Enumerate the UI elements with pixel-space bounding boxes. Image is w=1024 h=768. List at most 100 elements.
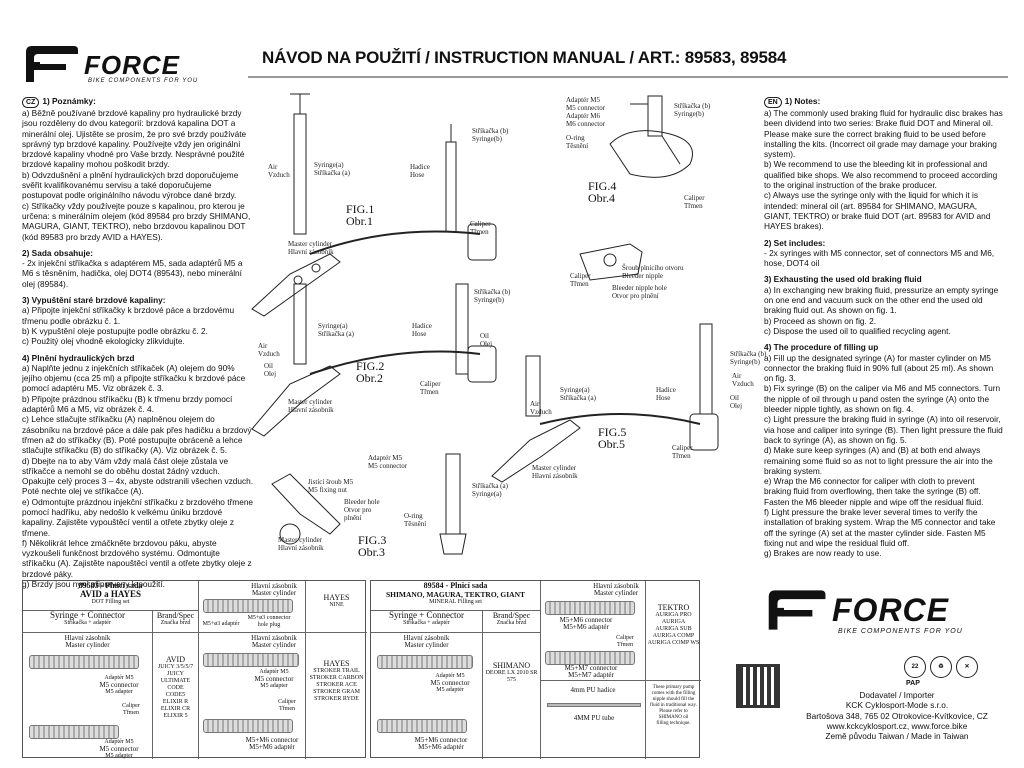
cz-notes-title: 1) Poznámky: [42, 96, 96, 106]
t1-r2-img1 [203, 653, 299, 667]
t2-left-body: Hlavní zásobník Master cylinder Adaptér … [371, 633, 483, 759]
fig5-air: Air [732, 372, 742, 380]
t2-m5m6: M5+M6 connector M5+M6 adaptér [401, 737, 481, 751]
t2-shimano-cell: SHIMANO DEORE LX 2010 SR 575 [483, 633, 541, 759]
importer-title: Dodavatel / Importer [859, 690, 935, 700]
t1-connector-img [29, 655, 139, 669]
fig5-syringe-b-en: Syringe(b) [730, 358, 760, 366]
fig1-lever [251, 253, 341, 317]
t1-master: Master cylinder [65, 641, 110, 649]
fig5-syringe-b-label: Stříkačka (b)Syringe(b) [730, 350, 766, 366]
en-fill-f: f) Light pressure the brake lever severa… [764, 506, 996, 548]
fig3-jistici-cz: Jistící šroub M5 [308, 478, 354, 486]
fig3-syringe-label: Stříkačka (a)Syringe(a) [472, 482, 508, 498]
fig5-caliper [689, 413, 719, 451]
t1-avid: AVID [166, 655, 185, 664]
t1-m5b-block: Adaptér M5 M5 connector M5 adapter [87, 739, 151, 760]
fig1-master-en: Master cylinder [288, 240, 333, 248]
fig5-syringe-b-cz: Stříkačka (b) [730, 350, 767, 358]
fig1-hose [309, 230, 481, 255]
t1-r-m5m3-en: M5+ø3 connector [247, 615, 291, 621]
header-divider [248, 76, 1008, 78]
fig5-syringe-a [525, 355, 541, 417]
t1-hayes-stroker-cell: HAYES STROKER TRAIL STROKER CARBON STROK… [305, 633, 367, 759]
t2-r-master-cz: Hlavní zásobník [593, 582, 639, 590]
t1-hayes: HAYES [323, 593, 350, 602]
cz-fill-c: c) Lehce stlačujte stříkačku (A) naplněn… [22, 414, 252, 456]
en-fill-d: d) Make sure keep syringes (A) and (B) a… [764, 445, 993, 476]
en-fill-c: c) Light pressure the braking fluid in s… [764, 414, 1003, 445]
fig4-oring-en: O-ring [566, 134, 585, 142]
cz-note-c: c) Stříkačky vždy používejte pouze s kap… [22, 200, 251, 242]
t1-col2-cz: Značka brzd [160, 620, 191, 626]
cz-set-title: 2) Sada obsahuje: [22, 247, 94, 258]
fig2-hose-en: Hose [412, 330, 427, 338]
cz-drain-title: 3) Vypuštění staré brzdové kapaliny: [22, 295, 166, 306]
fig2-label-cz: Obr.2 [356, 371, 383, 385]
fig2-syringe-b-label: Stříkačka (b)Syringe(b) [474, 288, 510, 304]
cz-fill-a: a) Naplňte jednu z injekčních stříkaček … [22, 362, 246, 394]
fig5-hose [539, 413, 701, 425]
t2-brands: SHIMANO, MAGURA, TEKTRO, GIANT [385, 590, 526, 599]
t1-avid-3: CODE5 [165, 692, 186, 698]
fig1-syringe-b-en: Syringe(b) [472, 135, 502, 143]
t2-note-1: comes with the filling [651, 691, 696, 696]
fig2-master-cz: Hlavní zásobník [288, 406, 334, 414]
t1-hayes-nine: NINE [329, 602, 344, 608]
t2-r-m5m7-cz: M5+M7 adaptér [568, 671, 614, 679]
t2-r-m5m6: M5+M6 connector M5+M6 adaptér [551, 617, 621, 631]
fig1-syringe-a-label: Syringe(a)Stříkačka (a) [314, 161, 350, 177]
t1-caliper-block: Caliper Třmen [111, 703, 151, 717]
en-drain-b: b) Proceed as shown on fig. 2. [764, 315, 877, 326]
t1-row-m5: Hlavní zásobník Master cylinder Adaptér … [23, 633, 153, 759]
fig3-label: FIG.3 [358, 533, 387, 547]
fig2-oil-cz: Olej [480, 340, 493, 348]
cz-drain-a: a) Připojte injekční stříkačky k brzdové… [22, 305, 235, 326]
fig5-caliper-cz: Třmen [672, 452, 691, 460]
fig3-m5-fixing: M5 fixing nut [308, 486, 347, 494]
t1-avid-0: JUICY 3/5/5/7 [157, 664, 194, 670]
force-logo-icon [26, 46, 78, 82]
t1-r2-img2 [203, 719, 293, 733]
fig2-syringe-a [293, 283, 307, 365]
fig5-syringe-a-en: Syringe(a) [560, 386, 590, 394]
t1-adapter-m5-cz: Adaptér M5 [104, 675, 134, 681]
t2-tektro-cell: TEKTRO AURIGA PRO AURIGA AURIGA SUB AURI… [645, 581, 701, 681]
fig5-air-left-cz: Vzduch [530, 408, 552, 416]
fig4-adapter-m6-cz: Adaptér M6 [566, 112, 601, 120]
force-logo-large: FORCE BIKE COMPONENTS FOR YOU [764, 586, 1004, 638]
t1-r-master: Hlavní zásobník Master cylinder [239, 583, 309, 597]
fig2-air-cz: Vzduch [258, 350, 280, 358]
en-fill-g: g) Brakes are now ready to use. [764, 548, 882, 559]
t1-avid-4: ELIXIR R [162, 699, 189, 705]
t1-m5-connector: M5 connector [99, 681, 139, 689]
t1-r-img1 [203, 599, 293, 613]
fig4-syringe-b-cz: Stříkačka (b) [674, 102, 711, 110]
t2-tektro-3: AURIGA COMP [652, 633, 695, 639]
t1-stroker-1: STROKER CARBON [309, 675, 364, 681]
t2-tektro-row: Hlavní zásobník Master cylinder M5+M6 co… [541, 581, 701, 681]
fig2-oil-en: Oil [480, 332, 489, 340]
force-tagline: BIKE COMPONENTS FOR YOU [88, 78, 199, 84]
en-drain-c: c) Dispose the used oil to qualified rec… [764, 325, 951, 336]
en-fill-a: a) Fill up the designated syringe (A) fo… [764, 352, 994, 384]
cz-lang-badge: CZ [22, 97, 40, 108]
t1-en: DOT Filling set [91, 599, 130, 605]
en-drain-a: a) In exchanging new braking fluid, pres… [764, 284, 999, 316]
